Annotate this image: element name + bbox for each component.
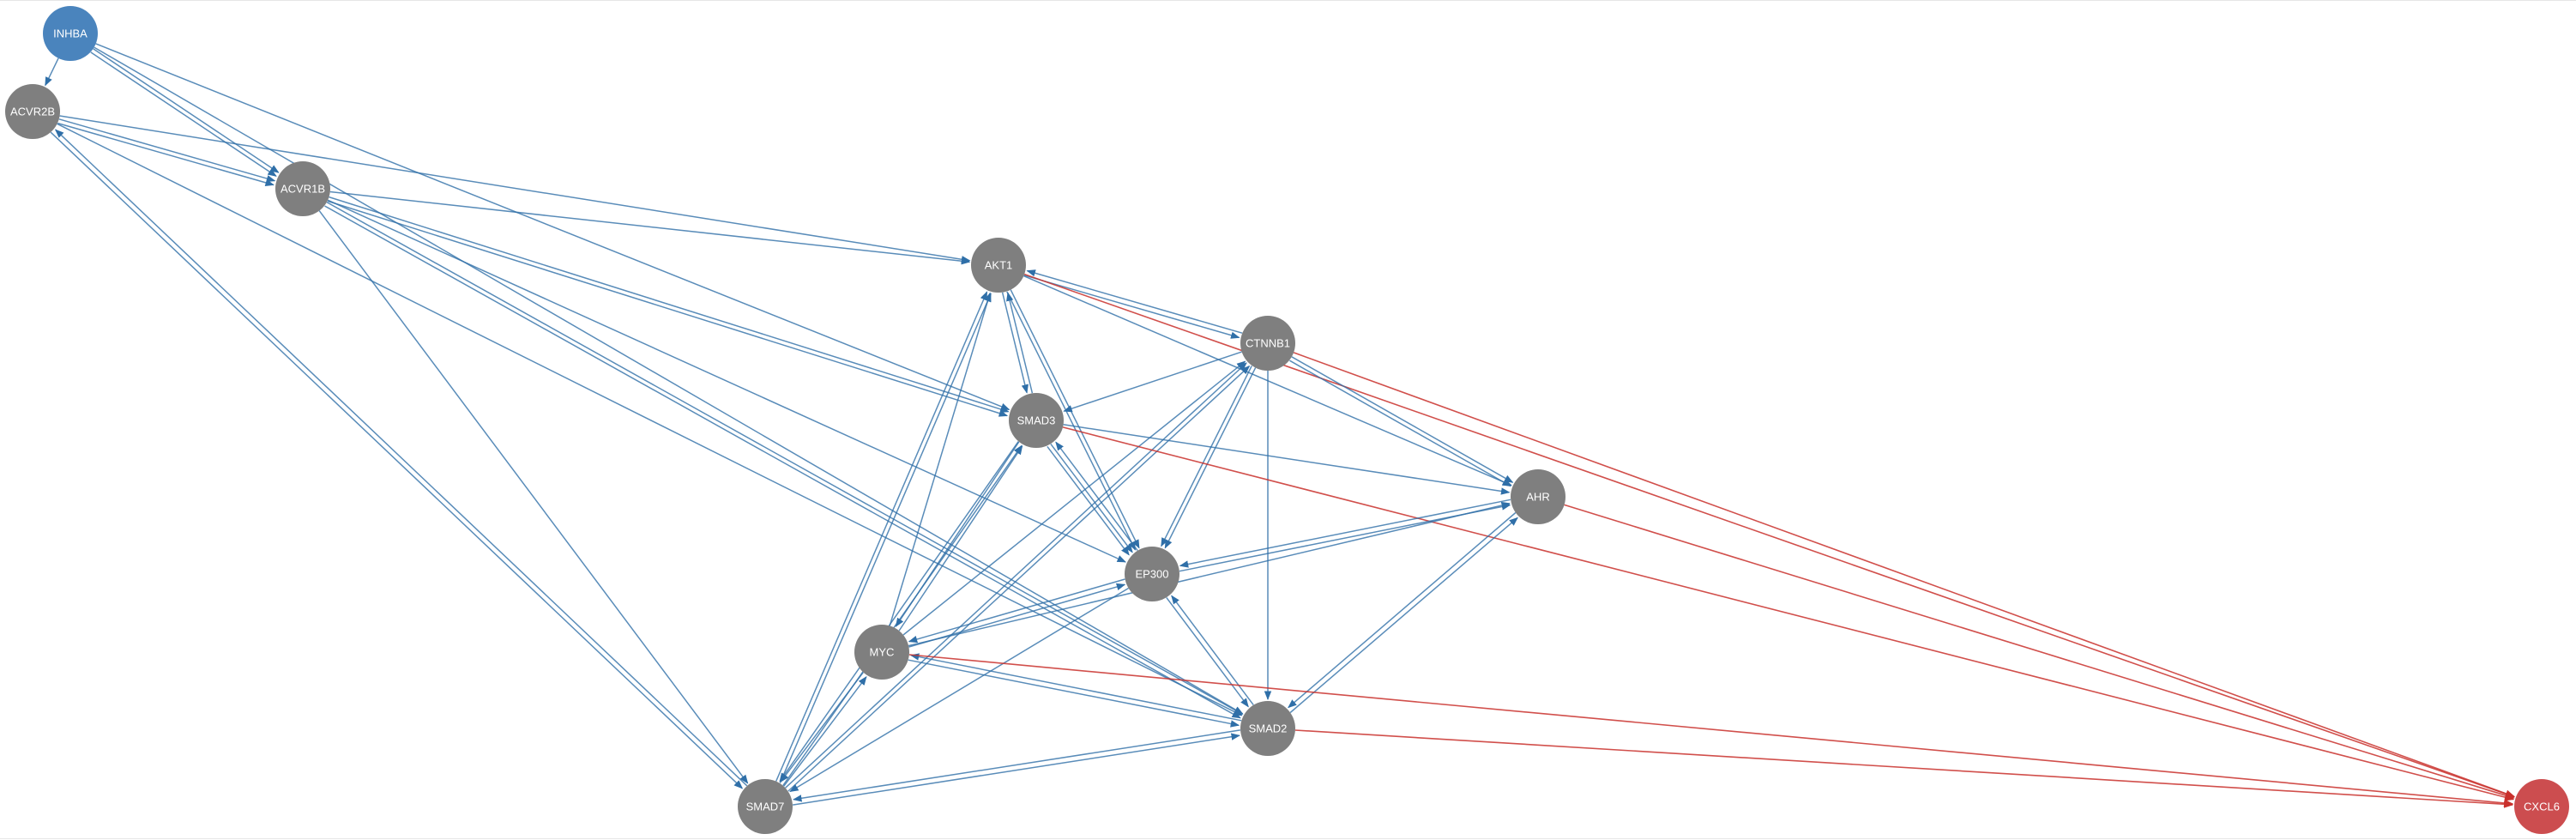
- edge-smad2-myc: [909, 653, 1242, 722]
- edge-acvr1b-smad3: [329, 196, 1010, 413]
- node-circle[interactable]: [275, 161, 330, 216]
- node-akt1[interactable]: AKT1: [971, 238, 1026, 293]
- edge-smad7-ctnnb1: [787, 365, 1251, 792]
- edge-smad7-smad3: [782, 444, 1023, 786]
- edge-ctnnb1-ep300: [1164, 367, 1257, 549]
- edge-acvr2b-smad7: [50, 131, 744, 789]
- edge-smad3-akt1: [1006, 292, 1034, 394]
- node-smad7[interactable]: SMAD7: [738, 779, 793, 834]
- edge-smad2-ahr: [1289, 517, 1518, 714]
- edge-myc-cxcl6: [908, 654, 2514, 807]
- edge-inhba-acvr1b: [90, 51, 277, 177]
- node-ahr[interactable]: AHR: [1511, 469, 1566, 524]
- node-acvr1b[interactable]: ACVR1B: [275, 161, 330, 216]
- node-ctnnb1[interactable]: CTNNB1: [1240, 316, 1295, 371]
- edge-smad3-ep300: [1050, 443, 1133, 553]
- edge-acvr2b-smad2: [57, 123, 1243, 716]
- node-myc[interactable]: MYC: [854, 625, 909, 680]
- edge-smad3-ahr: [1063, 424, 1511, 495]
- edge-ahr-cxcl6: [1564, 504, 2515, 800]
- node-circle[interactable]: [1240, 316, 1295, 371]
- edge-ctnnb1-ahr: [1291, 356, 1514, 483]
- node-circle[interactable]: [2514, 779, 2569, 834]
- edge-akt1-ep300: [1006, 291, 1137, 551]
- node-circle[interactable]: [1240, 701, 1295, 756]
- edge-ep300-smad2: [1166, 596, 1249, 708]
- edge-akt1-ctnnb1: [1023, 275, 1240, 339]
- edge-ctnnb1-cxcl6: [1293, 352, 2516, 798]
- edge-ahr-ep300: [1179, 499, 1511, 568]
- edge-ctnnb1-akt1: [1026, 269, 1243, 334]
- edge-smad2-ep300: [1171, 595, 1254, 706]
- node-circle[interactable]: [1009, 393, 1064, 448]
- edge-inhba-smad3: [95, 43, 1010, 411]
- edge-myc-ctnnb1: [902, 360, 1246, 636]
- edge-acvr1b-smad2: [324, 205, 1241, 719]
- node-circle[interactable]: [1511, 469, 1566, 524]
- node-circle[interactable]: [854, 625, 909, 680]
- edge-myc-smad7: [780, 672, 864, 783]
- edge-acvr1b-ep300: [327, 199, 1126, 563]
- edge-acvr2b-acvr1b: [58, 118, 276, 183]
- edge-ctnnb1-ahr: [1289, 360, 1511, 487]
- node-circle[interactable]: [971, 238, 1026, 293]
- edge-smad7-ctnnb1: [784, 362, 1247, 789]
- edge-smad3-cxcl6: [1062, 426, 2515, 801]
- edge-ctnnb1-smad3: [1063, 351, 1242, 413]
- edge-ctnnb1-ep300: [1161, 366, 1252, 547]
- edge-inhba-acvr1b: [93, 48, 280, 173]
- node-ep300[interactable]: EP300: [1125, 547, 1179, 601]
- edge-ahr-smad2: [1288, 511, 1517, 709]
- edge-smad7-akt1: [779, 293, 992, 783]
- node-cxcl6[interactable]: CXCL6: [2514, 779, 2569, 834]
- edge-ep300-smad7: [789, 587, 1129, 793]
- edge-acvr1b-smad7: [318, 210, 749, 784]
- edge-acvr2b-acvr1b: [57, 122, 274, 186]
- edge-smad7-akt1: [775, 291, 988, 782]
- edge-acvr1b-smad3: [327, 200, 1009, 417]
- edge-acvr1b-akt1: [329, 190, 971, 265]
- edge-acvr2b-akt1: [59, 115, 971, 263]
- edge-akt1-smad3: [1001, 292, 1029, 394]
- edge-myc-akt1: [889, 292, 992, 626]
- edge-smad2-smad7: [793, 729, 1241, 802]
- edge-smad3-ep300: [1047, 445, 1130, 556]
- node-smad2[interactable]: SMAD2: [1240, 701, 1295, 756]
- edge-myc-smad2: [908, 659, 1240, 728]
- node-smad3[interactable]: SMAD3: [1009, 393, 1064, 448]
- node-circle[interactable]: [5, 84, 60, 139]
- node-circle[interactable]: [43, 6, 98, 61]
- edge-acvr1b-smad2: [326, 201, 1244, 716]
- edge-inhba-acvr2b: [45, 57, 59, 87]
- edge-smad7-smad2: [792, 733, 1240, 806]
- node-circle[interactable]: [738, 779, 793, 834]
- edge-ep300-myc: [908, 578, 1125, 644]
- edge-smad7-myc: [783, 676, 867, 787]
- node-circle[interactable]: [1125, 547, 1179, 601]
- node-acvr2b[interactable]: ACVR2B: [5, 84, 60, 139]
- edge-myc-ahr: [908, 501, 1511, 647]
- edge-inhba-smad2: [94, 46, 1244, 715]
- edge-layer: [45, 43, 2516, 808]
- edge-myc-smad3: [898, 445, 1023, 632]
- edge-smad3-smad7: [779, 441, 1019, 783]
- edge-smad7-acvr2b: [54, 129, 748, 787]
- node-inhba[interactable]: INHBA: [43, 6, 98, 61]
- edge-myc-ep300: [908, 583, 1126, 648]
- edge-ep300-smad3: [1055, 441, 1138, 552]
- edge-akt1-ep300: [1010, 289, 1140, 549]
- edge-smad2-cxcl6: [1294, 729, 2514, 808]
